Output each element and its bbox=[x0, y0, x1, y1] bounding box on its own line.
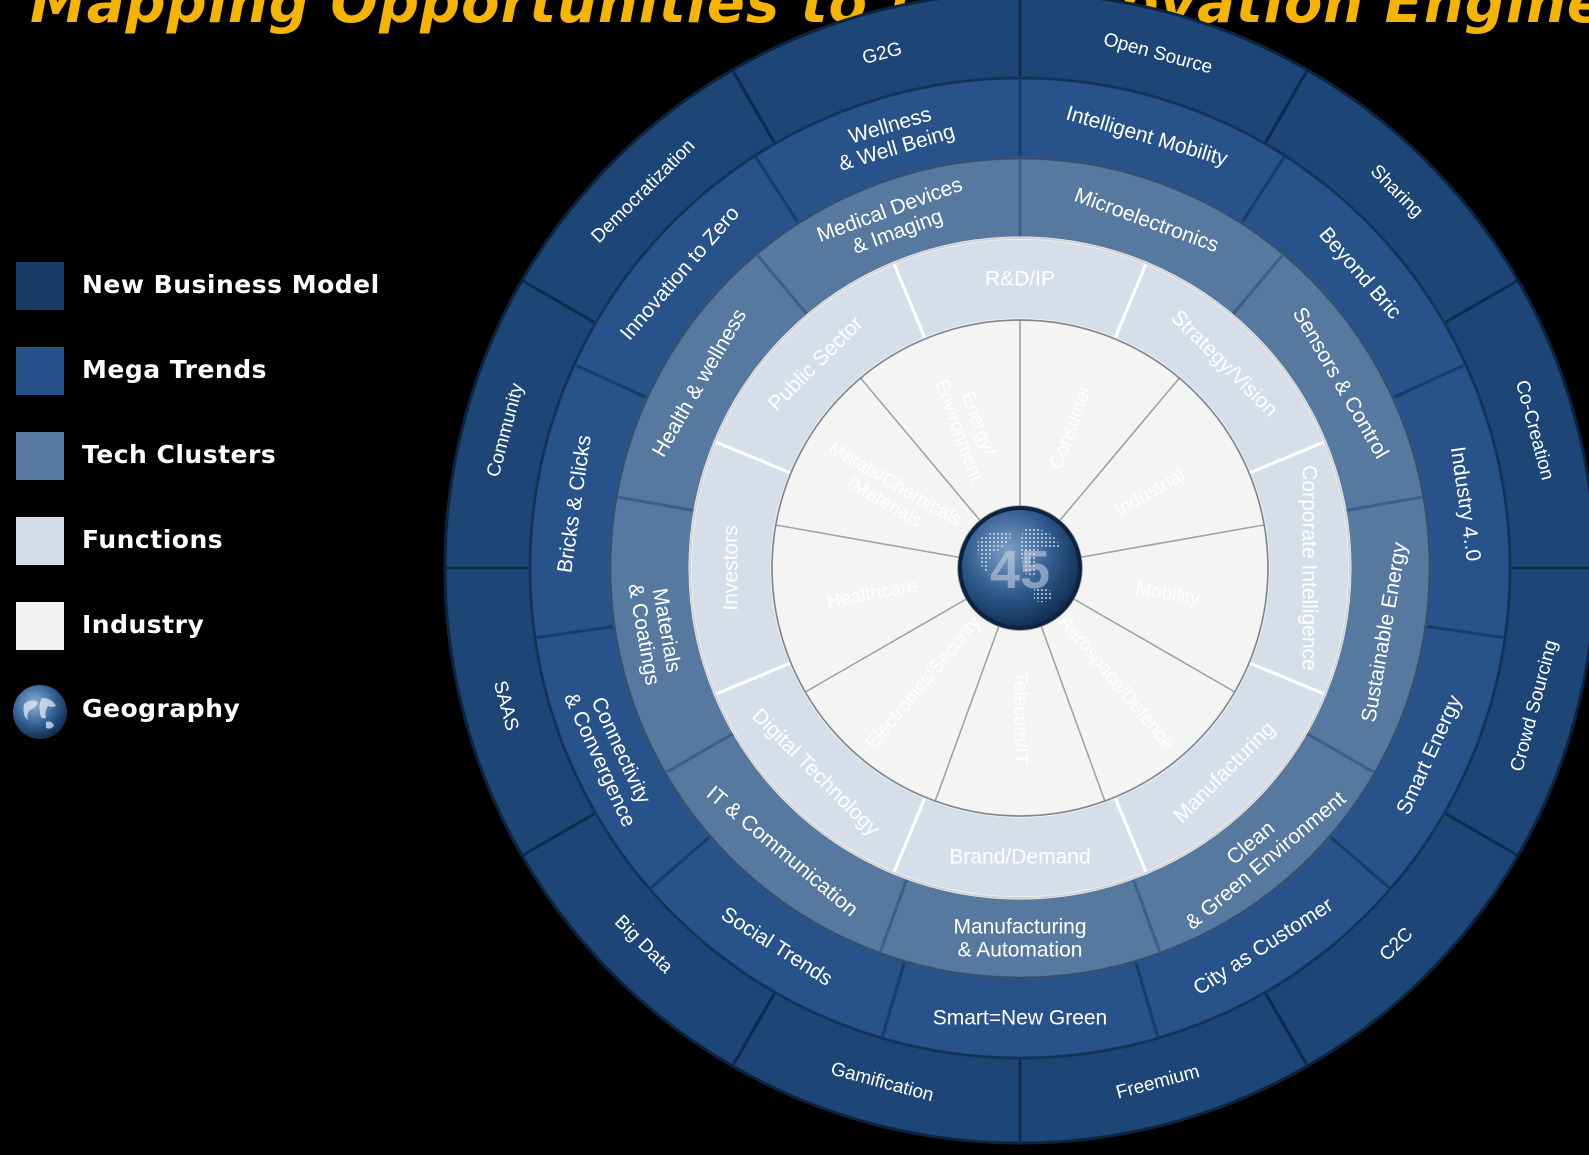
label-smart-new-green: Smart=New Green bbox=[933, 1007, 1107, 1030]
legend-swatch bbox=[16, 262, 64, 310]
legend-label: Geography bbox=[82, 694, 241, 723]
ring-new-business-model bbox=[443, 0, 1589, 1145]
ring-edge bbox=[529, 77, 1511, 1059]
ring-edge bbox=[689, 237, 1351, 899]
ring-edge bbox=[771, 319, 1269, 817]
legend-label: Functions bbox=[82, 525, 224, 554]
legend-swatch bbox=[16, 602, 64, 650]
wheel-rings bbox=[443, 0, 1589, 1145]
legend-label: Industry bbox=[82, 610, 205, 639]
ring-industry bbox=[771, 319, 1269, 817]
legend-item-functions: Functions bbox=[16, 517, 436, 567]
label-brand-demand: Brand/Demand bbox=[949, 846, 1090, 869]
center-globe: 45 bbox=[958, 506, 1082, 630]
legend-item-geography: Geography bbox=[13, 685, 436, 739]
legend-item-industry: Industry bbox=[16, 602, 436, 652]
label-telecom-it: Telecom/IT bbox=[1010, 672, 1031, 765]
label-corporate-intelligence: Corporate Intelligence bbox=[1298, 465, 1321, 670]
legend-item-tech-clusters: Tech Clusters bbox=[16, 432, 436, 482]
label-manufacturing-automation: Manufacturing& Automation bbox=[953, 915, 1086, 961]
legend-label: Mega Trends bbox=[82, 355, 267, 384]
legend-swatch bbox=[16, 347, 64, 395]
ring-mega-trends bbox=[528, 76, 1512, 1060]
legend-item-new-business-model: New Business Model bbox=[16, 262, 436, 312]
ring-tech-clusters bbox=[608, 156, 1432, 980]
legend-label: Tech Clusters bbox=[82, 440, 277, 469]
ring-edge bbox=[444, 0, 1589, 1144]
label-r-d-ip: R&D/IP bbox=[985, 268, 1055, 291]
globe-icon bbox=[13, 685, 67, 739]
ring-edge bbox=[609, 157, 1431, 979]
page-title: Mapping Opportunities to the Innovation … bbox=[30, 0, 1589, 34]
legend-item-mega-trends: Mega Trends bbox=[16, 347, 436, 397]
legend-swatch bbox=[16, 517, 64, 565]
legend-label: New Business Model bbox=[82, 270, 380, 299]
label-investors: Investors bbox=[720, 525, 743, 610]
legend-swatch bbox=[16, 432, 64, 480]
ring-functions bbox=[688, 236, 1352, 900]
center-number: 45 bbox=[990, 540, 1050, 600]
